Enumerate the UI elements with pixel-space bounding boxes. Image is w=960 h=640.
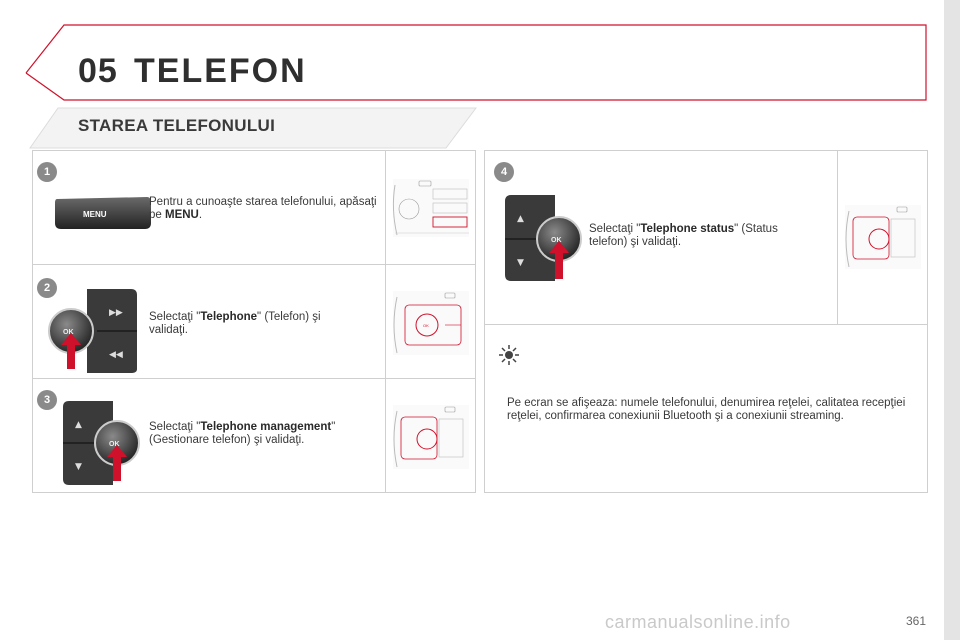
- step-badge-3: [37, 390, 57, 410]
- step-badge-2: [37, 278, 57, 298]
- ok-dial-updown-icon: ▲ ▼ OK: [63, 401, 140, 485]
- step-badge-1: [37, 162, 57, 182]
- step-row-2: ▶▶ ◀◀ OK Selectaţi "Telephone" (Telefon)…: [33, 265, 475, 379]
- svg-text:▼: ▼: [517, 258, 524, 268]
- step-row-1: MENU Pentru a cunoaşte starea telefonulu…: [33, 151, 475, 265]
- page-edge-strip: [944, 0, 960, 640]
- svg-text:▲: ▲: [517, 214, 524, 224]
- menu-button-label: MENU: [83, 210, 107, 219]
- console-updown-icon: [393, 405, 469, 469]
- svg-text:▲: ▲: [75, 420, 82, 430]
- section-title: STAREA TELEFONULUI: [78, 116, 276, 135]
- info-text: Pe ecran se afişeaza: numele telefonului…: [507, 397, 906, 422]
- svg-text:OK: OK: [423, 323, 429, 328]
- step-1-text: Pentru a cunoaşte starea telefonului, ap…: [149, 196, 377, 221]
- light-bulb-icon: [499, 345, 519, 365]
- chapter-title: TELEFON: [134, 52, 307, 90]
- header-decoration: [25, 24, 927, 149]
- svg-text:OK: OK: [109, 441, 120, 448]
- step-row-4: ▲ ▼ OK Selectaţi "Telephone status" (Sta…: [485, 151, 927, 325]
- svg-text:OK: OK: [63, 329, 74, 336]
- step-badge-4: [494, 162, 514, 182]
- step-2-text: Selectaţi "Telephone" (Telefon) şi valid…: [149, 311, 321, 336]
- ok-dial-updown-icon: ▲ ▼ OK: [505, 195, 582, 281]
- watermark: carmanualsonline.info: [605, 612, 791, 632]
- step-3-text: Selectaţi "Telephone management" (Gestio…: [149, 421, 336, 446]
- steps-panel-left: MENU Pentru a cunoaşte starea telefonulu…: [32, 150, 476, 493]
- console-ok-icon: OK: [393, 291, 469, 355]
- chapter-number: 05: [78, 52, 118, 90]
- step-badge-3-number: 3: [43, 394, 51, 406]
- step-badge-2-number: 2: [43, 282, 51, 294]
- steps-panel-right: ▲ ▼ OK Selectaţi "Telephone status" (Sta…: [484, 150, 928, 493]
- page-number: 361: [906, 614, 927, 628]
- info-row: Pe ecran se afişeaza: numele telefonului…: [485, 325, 927, 494]
- svg-text:◀◀: ◀◀: [109, 350, 123, 360]
- svg-text:OK: OK: [551, 237, 562, 244]
- step-badge-4-number: 4: [500, 166, 508, 178]
- svg-text:▶▶: ▶▶: [109, 308, 123, 318]
- step-4-text: Selectaţi "Telephone status" (Status tel…: [589, 223, 778, 248]
- console-menu-icon: [392, 179, 469, 237]
- console-updown-icon: [845, 205, 921, 269]
- ok-dial-skip-icon: ▶▶ ◀◀ OK: [48, 289, 137, 373]
- menu-button-icon: MENU: [55, 197, 151, 229]
- svg-text:▼: ▼: [75, 462, 82, 472]
- step-row-3: ▲ ▼ OK Selectaţi "Telephone management" …: [33, 379, 475, 494]
- step-badge-1-number: 1: [43, 166, 51, 178]
